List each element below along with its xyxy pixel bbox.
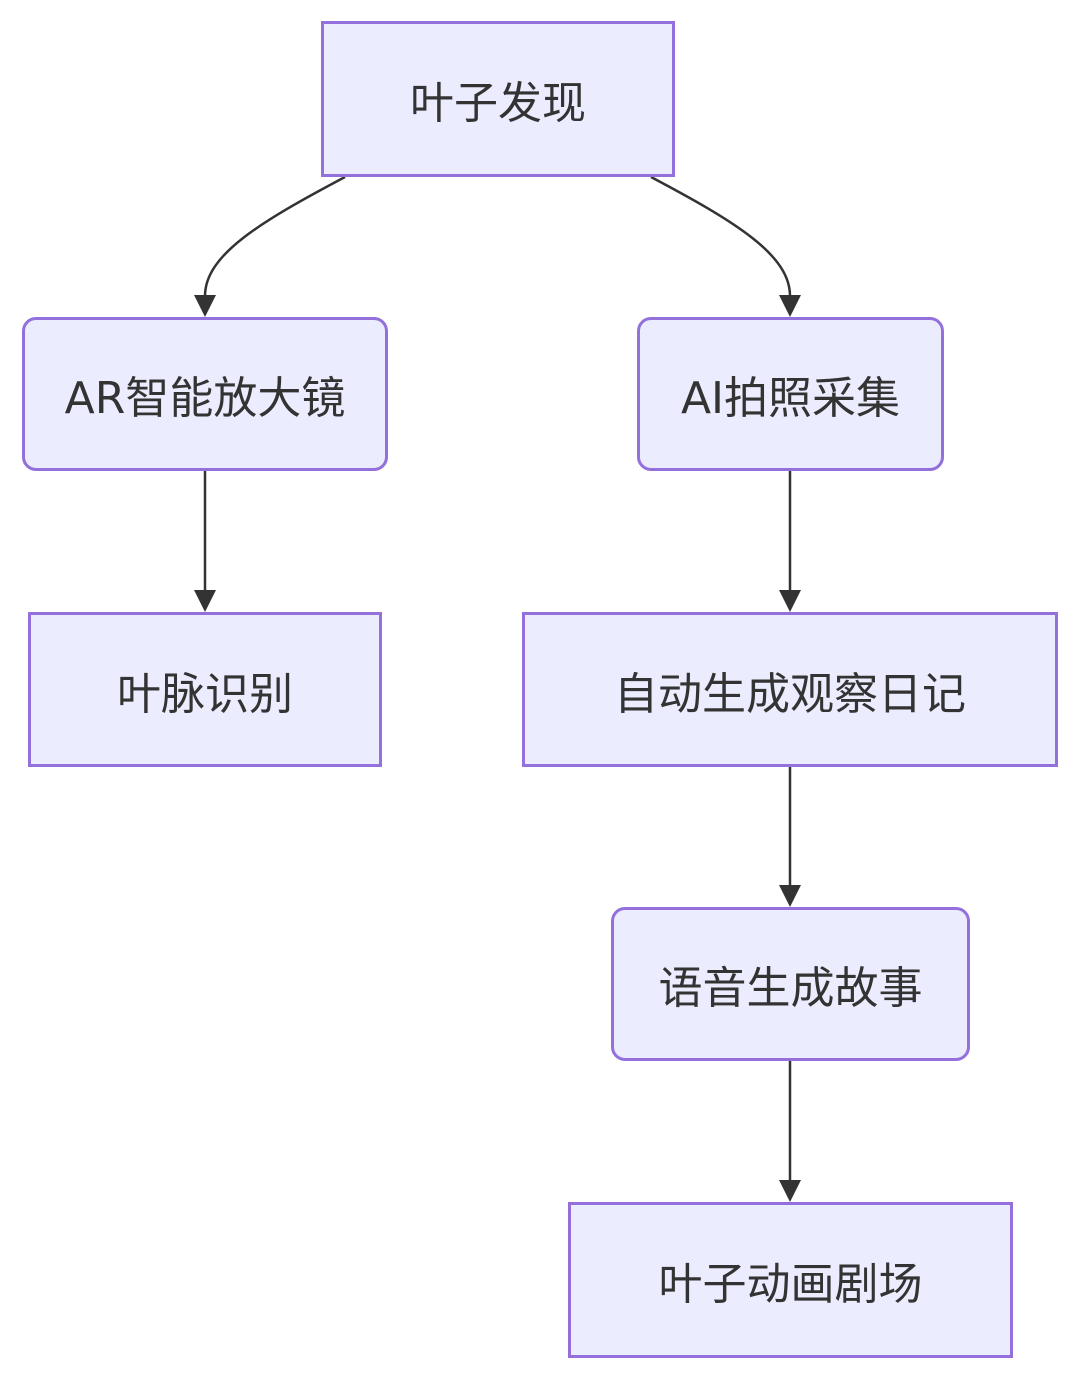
arrowhead-diary [779,590,801,612]
node-label: 语音生成故事 [658,963,923,1014]
node-label: 叶脉识别 [117,668,293,720]
node-ar-magnifier: AR智能放大镜 [22,317,388,471]
node-observation-diary: 自动生成观察日记 [522,612,1058,767]
node-label: AR智能放大镜 [64,373,346,424]
arrowhead-ai [779,295,801,317]
node-label: 叶子发现 [410,78,586,129]
node-vein-recognition: 叶脉识别 [28,612,382,767]
arrowhead-ar [194,295,216,317]
node-label: 自动生成观察日记 [614,668,966,720]
node-animation-theater: 叶子动画剧场 [568,1202,1013,1358]
edge-discovery-to-ai [650,175,792,312]
node-ai-capture: AI拍照采集 [637,317,944,471]
node-leaf-discovery: 叶子发现 [321,21,675,177]
edge-discovery-to-ar [203,175,346,312]
arrowhead-theater [779,1180,801,1202]
arrowhead-story [779,885,801,907]
node-label: 叶子动画剧场 [658,1259,923,1310]
node-label: AI拍照采集 [680,373,901,424]
node-voice-story: 语音生成故事 [611,907,970,1061]
arrowhead-vein [194,590,216,612]
